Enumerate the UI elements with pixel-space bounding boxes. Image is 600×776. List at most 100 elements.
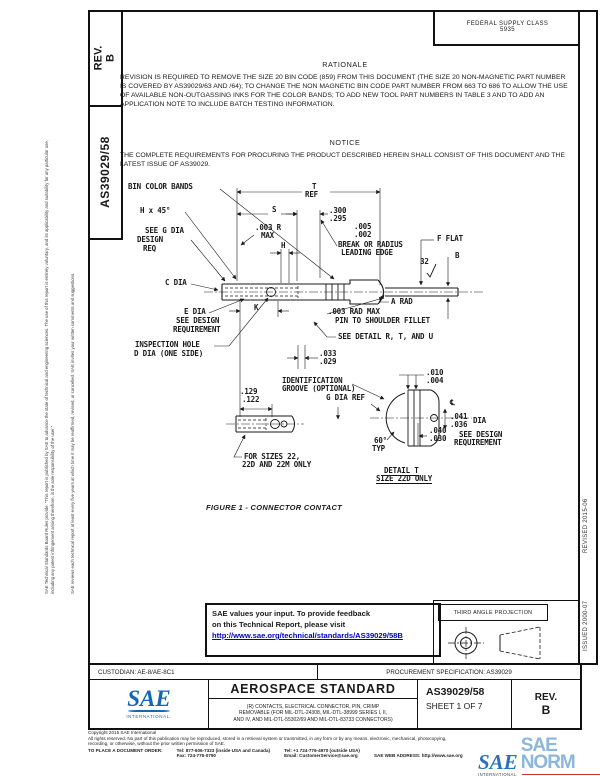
figure-label: .002 [354, 230, 372, 239]
third-angle-projection-icon [448, 626, 541, 660]
figure-label: .004 [426, 376, 444, 385]
notice-body: THE COMPLETE REQUIREMENTS FOR PROCURING … [120, 152, 566, 168]
figure-label: REQUIREMENT [173, 325, 221, 334]
feedback-box: SAE values your input. To provide feedba… [205, 603, 441, 657]
figure-label: REQUIREMENT [454, 438, 502, 447]
figure-label: .041 [450, 412, 468, 421]
figure-label: G DIA REF [326, 393, 365, 402]
watermark-international-text: INTERNATIONAL. [478, 772, 518, 776]
figure-label: F FLAT [437, 234, 463, 243]
rationale-heading: RATIONALE [322, 60, 368, 69]
fsc-label: FEDERAL SUPPLY CLASS [466, 21, 549, 27]
figure-label: .010 [426, 368, 444, 377]
procurement-spec-cell: PROCUREMENT SPECIFICATION: AS39029 [386, 668, 512, 676]
rev-label: REV. [534, 691, 558, 703]
document-title: (R) CONTACTS, ELECTRICAL CONNECTOR, PIN,… [209, 699, 417, 728]
figure-label: BREAK OR RADIUS [338, 240, 403, 249]
rights-line-2: recording, or otherwise, without the pri… [88, 741, 226, 747]
left-margin-legal-text-1: SAE Technical Standards Board Rules prov… [44, 140, 55, 594]
figure-label: .295 [329, 214, 347, 223]
figure-label: E DIA [184, 307, 206, 316]
rev-value: B [541, 702, 551, 717]
figure-label: H [281, 241, 286, 250]
sheet-number: SHEET 1 OF 7 [426, 701, 483, 711]
figure-drawing [184, 188, 484, 458]
sae-logo-text: SAE [127, 685, 171, 711]
right-margin-strip [578, 10, 598, 665]
figure-label: DETAIL T [384, 466, 419, 476]
figure-label: BIN COLOR BANDS [128, 182, 193, 191]
feedback-line-2: on this Technical Report, please visit [212, 620, 346, 629]
doc-number: AS39029/58 [426, 686, 485, 698]
rev-cell: REV. B [512, 680, 580, 728]
title-block: CUSTODIAN: AE-8/AE-8C1 PROCUREMENT SPECI… [88, 663, 582, 730]
figure-label: SEE DESIGN [176, 316, 220, 325]
figure-label: S [272, 205, 277, 214]
sae-logo-subtext: INTERNATIONAL. [126, 714, 172, 720]
rev-box: REV. B [88, 10, 123, 107]
figure-label: A RAD [391, 297, 413, 306]
figure-label: B [455, 251, 460, 260]
fsc-value: 5935 [500, 27, 515, 33]
figure-label: MAX [261, 231, 274, 240]
figure-label: H x 45° [140, 206, 171, 215]
figure-label: SIZE 22D ONLY [376, 474, 433, 484]
figure-label: INSPECTION HOLE [135, 340, 200, 349]
left-margin-legal-text-2: SAE reviews each technical report at lea… [70, 272, 75, 594]
figure-label: ℄ [450, 398, 455, 407]
issued-date-text: ISSUED 2000-07 [583, 600, 589, 651]
figure-label: D DIA (ONE SIDE) [134, 349, 204, 358]
tel-outside: Tel: +1 724-776-4970 (outside USA) [284, 747, 360, 753]
fax: Fax: 724-776-0790 [176, 753, 216, 759]
figure-label: .029 [319, 357, 337, 366]
third-angle-projection-box: THIRD ANGLE PROJECTION [433, 600, 579, 664]
figure-label: FOR SIZES 22, [244, 452, 301, 461]
figure-label: .036 [450, 420, 468, 429]
third-angle-projection-label: THIRD ANGLE PROJECTION [438, 604, 548, 621]
notice-heading: NOTICE [329, 138, 361, 147]
figure-label: GROOVE (OPTIONAL) [282, 384, 356, 393]
document-title-line-2: REMOVABLE (FOR MIL-DTL-24308, MIL-DTL-38… [238, 710, 387, 717]
sae-logo-swoosh [128, 709, 170, 713]
figure-label: C DIA [165, 278, 187, 287]
figure-label: .003 R [255, 223, 281, 232]
revised-date-text: REVISED 2015-06 [583, 498, 589, 553]
rev-box-label: REV. [92, 45, 105, 70]
doc-number-box: AS39029/58 [88, 105, 123, 240]
web-address: SAE WEB ADDRESS: http://www.sae.org [373, 753, 463, 759]
figure-label: TYP [372, 444, 385, 453]
document-title-line-3: AND IV, AND MIL-DTL-55302/69 AND MIL-DTL… [233, 716, 393, 723]
figure-caption: FIGURE 1 - CONNECTOR CONTACT [206, 503, 343, 512]
document-title-line-1: (R) CONTACTS, ELECTRICAL CONNECTOR, PIN,… [246, 703, 380, 710]
sae-logo: SAE INTERNATIONAL. [90, 680, 209, 728]
rationale-body: REVISION IS REQUIRED TO REMOVE THE SIZE … [120, 74, 568, 108]
figure-label: 22D AND 22M ONLY [242, 460, 312, 469]
figure-label: .033 [319, 349, 337, 358]
figure-label: .003 RAD MAX [328, 307, 380, 316]
tel-inside: Tel: 877-606-7323 (inside USA and Canada… [176, 747, 271, 753]
figure-label: REQ [143, 244, 156, 253]
figure-label: .030 [429, 434, 447, 443]
feedback-url-link[interactable]: http://www.sae.org/technical/standards/A… [212, 631, 403, 640]
federal-supply-class-box: FEDERAL SUPPLY CLASS 5935 [433, 10, 580, 46]
figure-label: 60° [374, 436, 387, 445]
figure-label: IDENTIFICATION [282, 376, 343, 385]
figure-label: PIN TO SHOULDER FILLET [335, 316, 430, 325]
figure-label: DESIGN [137, 235, 163, 244]
footer-copyright: Copyright 2015 SAE International All rig… [88, 730, 588, 759]
copyright-line: Copyright 2015 SAE International [88, 730, 157, 735]
figure-label: T [312, 182, 317, 191]
figure-label: 32 [420, 257, 429, 266]
email: Email: CustomerService@sae.org [284, 753, 358, 759]
watermark-red-line [521, 773, 600, 776]
rev-box-value: B [104, 53, 117, 62]
figure-label: SEE G DIA [145, 226, 184, 235]
aerospace-standard-heading: AEROSPACE STANDARD [209, 680, 417, 699]
custodian-cell: CUSTODIAN: AE-8/AE-8C1 [90, 665, 318, 679]
figure-label: .300 [329, 206, 347, 215]
order-label: TO PLACE A DOCUMENT ORDER: [88, 747, 163, 753]
figure-label: .122 [242, 395, 260, 404]
feedback-line-1: SAE values your input. To provide feedba… [212, 609, 371, 618]
